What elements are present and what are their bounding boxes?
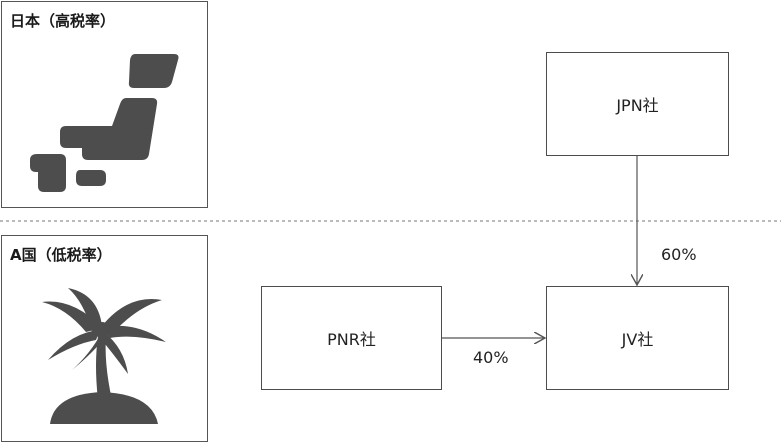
jv-entity-label: JV社 [621, 330, 654, 349]
palm-tree-island-icon [42, 288, 166, 424]
pnr-to-jv-percentage: 40% [473, 348, 509, 367]
country-a-region-panel: A国（低税率） [1, 235, 208, 442]
japan-map-icon [30, 54, 179, 192]
japan-region-title: 日本（高税率） [10, 12, 116, 30]
jpn-to-jv-percentage: 60% [661, 245, 697, 264]
jv-entity-box: JV社 [546, 286, 729, 390]
jpn-entity-label: JPN社 [616, 96, 659, 115]
jpn-entity-box: JPN社 [546, 52, 729, 156]
country-a-region-title: A国（低税率） [10, 246, 112, 264]
pnr-entity-box: PNR社 [261, 286, 442, 390]
pnr-entity-label: PNR社 [327, 330, 376, 349]
japan-region-panel: 日本（高税率） [1, 1, 208, 208]
